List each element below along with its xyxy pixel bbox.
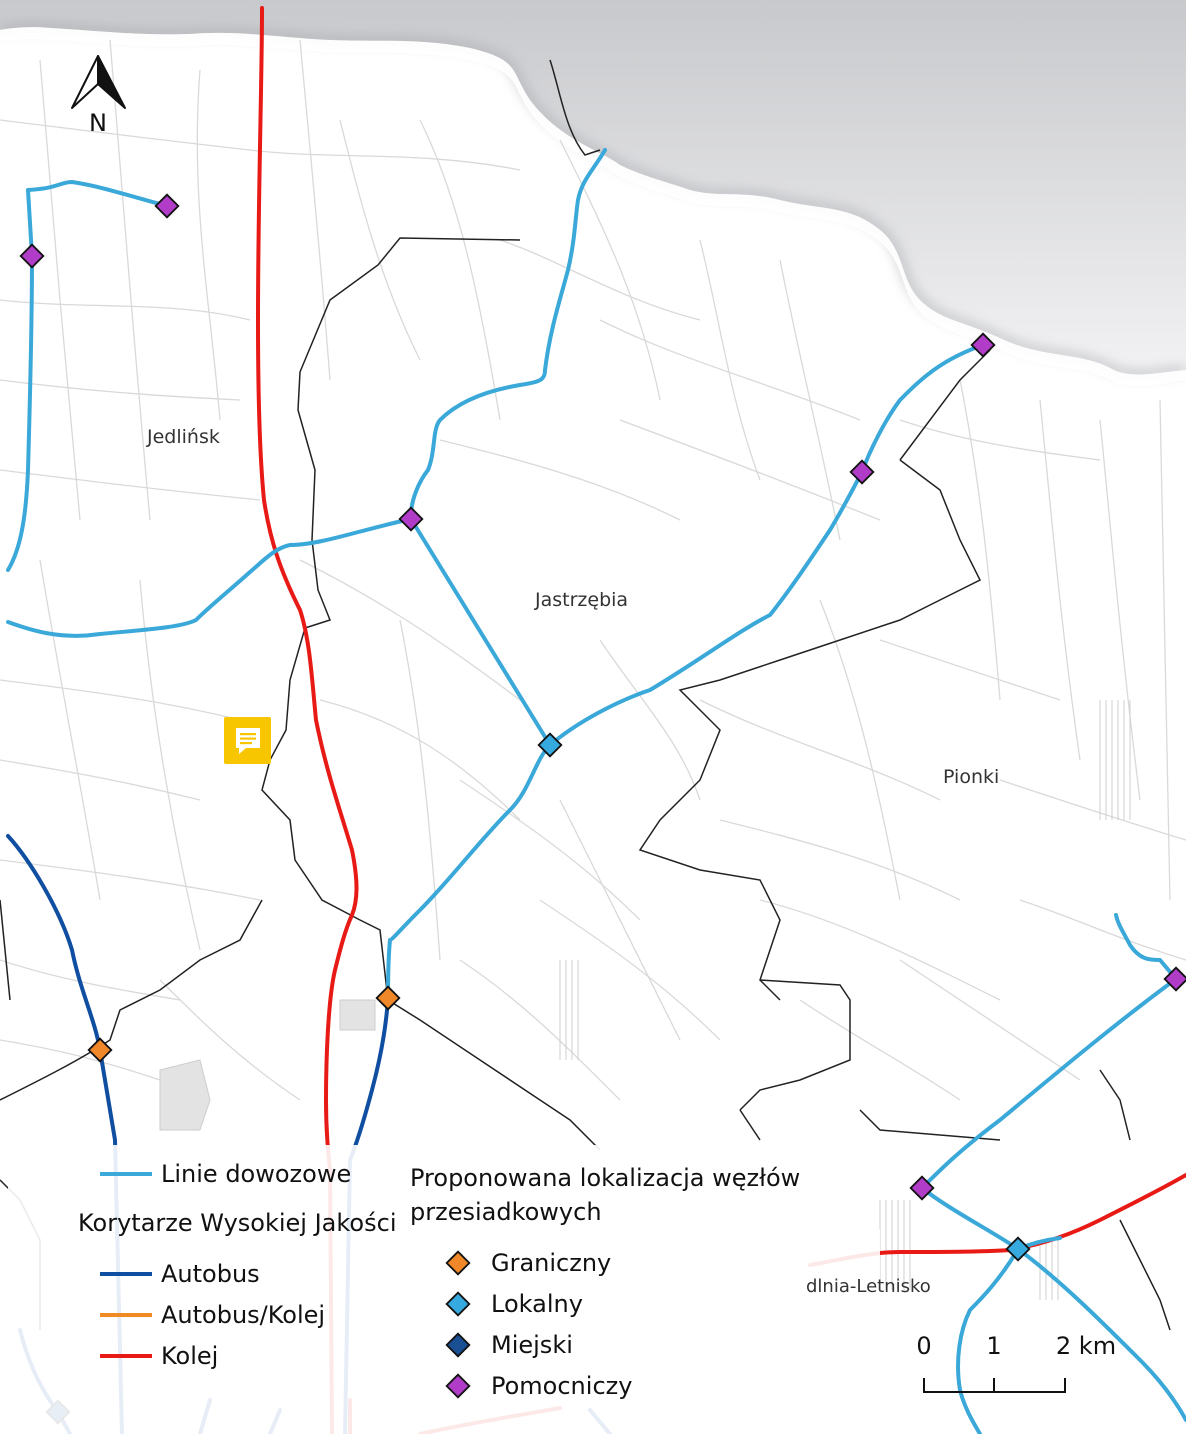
place-label-jastrzebia: Jastrzębia: [535, 589, 629, 611]
north-arrow-icon: N: [71, 55, 126, 137]
legend-label-lokalny: Lokalny: [491, 1290, 583, 1318]
feeder-lines: [6, 148, 1186, 1434]
node-lokalny: [537, 732, 563, 758]
node-pomocniczy: [398, 506, 424, 532]
feeder-line-east: [548, 343, 985, 747]
node-pomocniczy: [154, 193, 180, 219]
feeder-line-pionki-south: [920, 977, 1178, 1190]
built-up-area: [159, 999, 376, 1131]
place-label-jedlinsk: Jedlińsk: [147, 426, 220, 448]
feeder-line-jastrzebia-north: [408, 148, 607, 521]
legend-swatch-graniczny: [445, 1250, 471, 1276]
feeder-line-diagonal: [409, 517, 552, 747]
legend-label-bus-rail: Autobus/Kolej: [161, 1301, 325, 1329]
legend-label-pomocniczy: Pomocniczy: [491, 1372, 632, 1400]
legend-title-nodes-line1: Proponowana lokalizacja węzłów: [410, 1164, 800, 1192]
place-label-pionki: Pionki: [943, 766, 1000, 788]
place-label-jedlnia-letnisko: dlnia-Letnisko: [806, 1276, 931, 1297]
legend-label-rail: Kolej: [161, 1342, 218, 1370]
node-pomocniczy: [849, 459, 875, 485]
legend-label-graniczny: Graniczny: [491, 1249, 611, 1277]
legend-title-corridors: Korytarze Wysokiej Jakości: [78, 1209, 396, 1237]
legend-swatch-pomocniczy: [445, 1373, 471, 1399]
node-lokalny: [1005, 1236, 1031, 1262]
legend-box: [8, 1145, 880, 1434]
scale-bar: 0 1 2 km: [916, 1332, 1116, 1393]
scale-label-0: 0: [916, 1332, 931, 1360]
feeder-line-south: [386, 743, 552, 1000]
node-pomocniczy: [909, 1175, 935, 1201]
scale-label-1: 1: [986, 1332, 1001, 1360]
feeder-line-jedlinsk-south: [6, 517, 413, 638]
node-graniczny: [87, 1037, 113, 1063]
legend-label-miejski: Miejski: [491, 1331, 573, 1359]
legend-label-bus: Autobus: [161, 1260, 260, 1288]
legend-label-feeder: Linie dowozowe: [161, 1160, 351, 1188]
legend-swatch-miejski: [445, 1332, 471, 1358]
node-graniczny: [375, 985, 401, 1011]
comment-icon[interactable]: [224, 717, 271, 764]
rail-line-north-south: [255, 6, 359, 1434]
outside-area-shading: [0, 0, 1186, 375]
feeder-line-west: [6, 254, 34, 572]
north-arrow-letter: N: [89, 109, 107, 137]
legend-swatch-lokalny: [445, 1291, 471, 1317]
node-pomocniczy: [970, 332, 996, 358]
legend-title-nodes-line2: przesiadkowych: [410, 1198, 602, 1226]
bus-line-west: [6, 834, 124, 1434]
minor-roads: [0, 39, 1186, 1101]
feeder-line-northwest: [26, 180, 169, 258]
scale-label-2km: 2 km: [1056, 1332, 1116, 1360]
feeder-line-southeast: [1114, 913, 1178, 981]
node-pomocniczy: [19, 243, 45, 269]
node-pomocniczy: [1163, 966, 1186, 992]
